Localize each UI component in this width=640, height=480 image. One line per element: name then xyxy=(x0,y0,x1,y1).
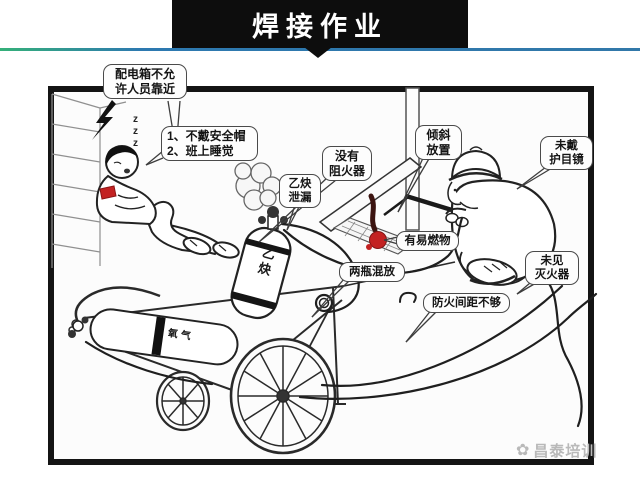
callout-acetylene-leak: 乙炔 泄漏 xyxy=(279,174,321,209)
callout-no-extinguisher: 未见 灭火器 xyxy=(525,251,579,286)
callout-flammable-materials: 有易燃物 xyxy=(396,231,459,252)
callout-no-flame-arrester: 没有 阻火器 xyxy=(322,146,372,182)
callout-tilted-placement: 倾斜 放置 xyxy=(415,125,462,161)
page-title: 焊接作业 xyxy=(172,0,468,48)
callout-two-cylinders-mixed: 两瓶混放 xyxy=(339,262,405,283)
callout-no-helmet-sleeping: 1、不戴安全帽 2、班上睡觉 xyxy=(161,126,258,162)
illustration-frame xyxy=(48,86,594,465)
watermark-logo-icon: ✿ xyxy=(516,441,530,459)
sleep-zzz-marks: z z z xyxy=(133,114,138,149)
callout-distribution-box-warning: 配电箱不允 许人员靠近 xyxy=(103,64,187,100)
title-pointer-icon xyxy=(304,47,332,58)
watermark: ✿ 昌泰培训 xyxy=(516,440,597,461)
watermark-text: 昌泰培训 xyxy=(533,443,598,460)
callout-no-goggles: 未戴 护目镜 xyxy=(540,136,593,171)
callout-fire-distance-insufficient: 防火间距不够 xyxy=(423,293,510,314)
